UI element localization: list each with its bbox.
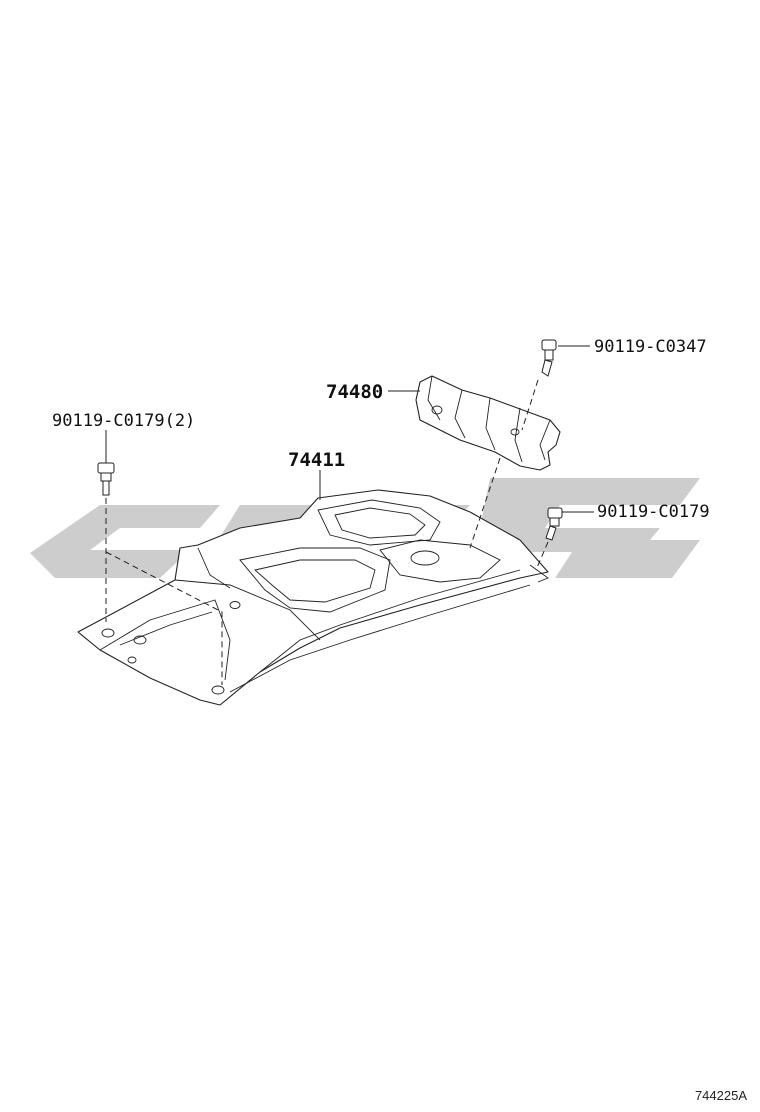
underbody-cover-74411 — [77, 489, 549, 706]
illustration-code: 744225A — [695, 1088, 747, 1103]
bolt-icon-top-right — [541, 339, 557, 377]
label-bolt-top-right: 90119-C0347 — [594, 337, 707, 357]
label-bolt-left: 90119-C0179(2) — [52, 411, 195, 431]
leader-lines — [105, 345, 594, 513]
label-underbody-cover: 74411 — [288, 449, 345, 471]
bolt-icon-left — [97, 462, 115, 496]
cover-bracket-74480 — [415, 375, 561, 471]
label-bolt-right: 90119-C0179 — [597, 502, 710, 522]
bolt-icon-right — [545, 507, 563, 541]
assembly-lines — [105, 379, 549, 685]
label-cover-bracket: 74480 — [326, 381, 383, 403]
